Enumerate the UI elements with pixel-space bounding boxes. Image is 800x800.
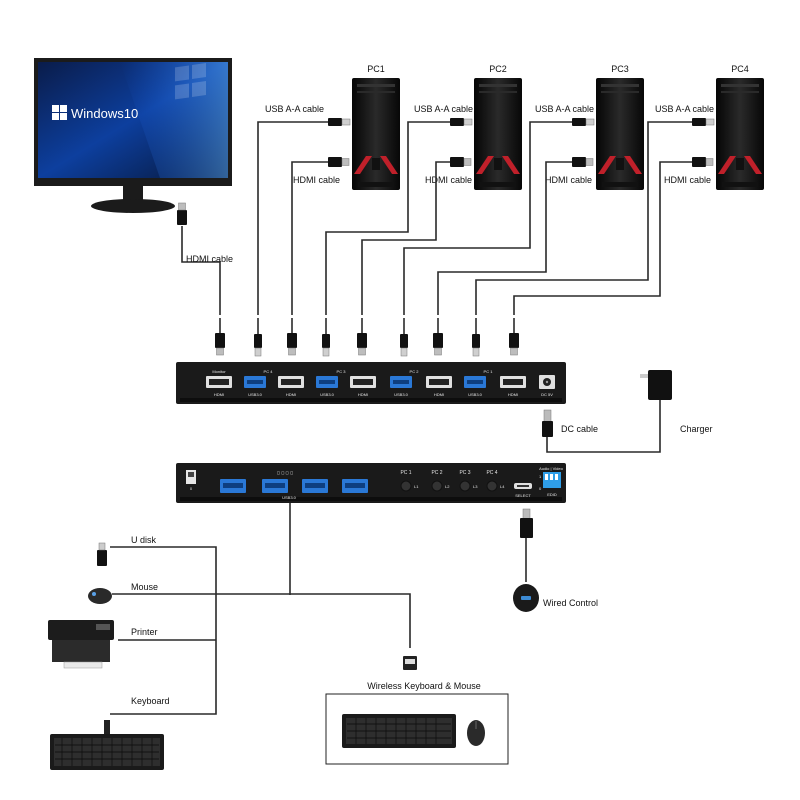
pc-3-hdmi-cable-label: HDMI cable (545, 175, 592, 185)
pc-3: PC3 (596, 64, 644, 190)
dc-cable-label: DC cable (561, 424, 598, 434)
led-4-label: L4 (500, 484, 505, 489)
led-3-label: L3 (473, 484, 478, 489)
pc-4-hdmi-cable-label: HDMI cable (664, 175, 711, 185)
pc3-button-label: PC 3 (459, 470, 470, 476)
pc-3-usb-cable-label: USB A-A cable (535, 104, 594, 114)
kvm-back-panel: Monitor HDMI PC 4 USB3.0 HDMI PC 3 USB3.… (176, 362, 566, 404)
audio-video-label: Audio | Video (539, 466, 563, 471)
monitor-brand: Windows10 (71, 106, 138, 121)
edid-label: EDID (547, 492, 557, 497)
monitor: Windows10 (34, 58, 232, 213)
pc-1-usb-cable-label: USB A-A cable (265, 104, 324, 114)
keyboard-label: Keyboard (131, 696, 170, 706)
mouse-label: Mouse (131, 582, 158, 592)
wireless-keyboard (342, 714, 456, 748)
svg-text:HDMI: HDMI (286, 392, 296, 397)
svg-text:1: 1 (539, 474, 542, 479)
keyboard (50, 720, 164, 770)
select-label: SELECT (515, 493, 531, 498)
svg-text:◻ ◻ ◻ ◻: ◻ ◻ ◻ ◻ (277, 470, 294, 475)
svg-text:0: 0 (190, 486, 193, 491)
charger-label: Charger (680, 424, 713, 434)
svg-text:DC 5V: DC 5V (541, 392, 553, 397)
wireless-label: Wireless Keyboard & Mouse (367, 681, 481, 691)
pc4-port-label: PC 4 (264, 369, 274, 374)
pc4-select-button[interactable] (486, 480, 498, 492)
pc-4-usb-cable-label: USB A-A cable (655, 104, 714, 114)
wireless-receiver (403, 656, 417, 670)
svg-text:USB3.0: USB3.0 (248, 392, 263, 397)
windows-logo-icon (52, 105, 67, 120)
pc-2-label: PC2 (489, 64, 507, 74)
svg-text:HDMI: HDMI (358, 392, 368, 397)
pc-2-hdmi-cable-label: HDMI cable (425, 175, 472, 185)
pc-1-hdmi-cable-label: HDMI cable (293, 175, 340, 185)
pc3-select-button[interactable] (459, 480, 471, 492)
front-usb-label: USB3.0 (282, 495, 297, 500)
pc-4: PC4 (716, 64, 764, 190)
monitor-hdmi-cable-label: HDMI cable (186, 254, 233, 264)
mouse (88, 588, 112, 604)
pc4-button-label: PC 4 (486, 470, 497, 476)
led-1-label: L1 (414, 484, 419, 489)
charger (640, 370, 672, 400)
svg-text:0: 0 (539, 486, 542, 491)
printer (48, 620, 114, 669)
udisk (97, 542, 107, 566)
wired-control-label: Wired Control (543, 598, 598, 608)
pc1-port-label: PC 1 (484, 369, 494, 374)
kvm-front-panel: 0 ◻ ◻ ◻ ◻ USB3.0 PC 1 PC 2 PC 3 PC 4 L1 … (176, 463, 566, 503)
dc-cable (542, 400, 661, 453)
udisk-label: U disk (131, 535, 157, 545)
printer-label: Printer (131, 627, 158, 637)
pc1-button-label: PC 1 (400, 470, 411, 476)
pc2-select-button[interactable] (431, 480, 443, 492)
pc-1: PC1 (352, 64, 400, 190)
pc-2-usb-cable-label: USB A-A cable (414, 104, 473, 114)
monitor-port-label: Monitor (212, 369, 226, 374)
svg-text:USB3.0: USB3.0 (320, 392, 335, 397)
wireless-box (325, 693, 509, 765)
pc1-select-button[interactable] (400, 480, 412, 492)
pc2-button-label: PC 2 (431, 470, 442, 476)
led-2-label: L2 (445, 484, 450, 489)
pc-3-label: PC3 (611, 64, 629, 74)
svg-text:HDMI: HDMI (214, 392, 224, 397)
svg-text:HDMI: HDMI (434, 392, 444, 397)
pc3-port-label: PC 3 (337, 369, 347, 374)
svg-text:USB3.0: USB3.0 (468, 392, 483, 397)
wireless-mouse (467, 720, 485, 746)
pc-2: PC2 (474, 64, 522, 190)
pc-4-label: PC4 (731, 64, 749, 74)
svg-text:HDMI: HDMI (508, 392, 518, 397)
pc-1-label: PC1 (367, 64, 385, 74)
wired-control (513, 508, 539, 612)
pc2-port-label: PC 2 (410, 369, 420, 374)
svg-text:USB3.0: USB3.0 (394, 392, 409, 397)
